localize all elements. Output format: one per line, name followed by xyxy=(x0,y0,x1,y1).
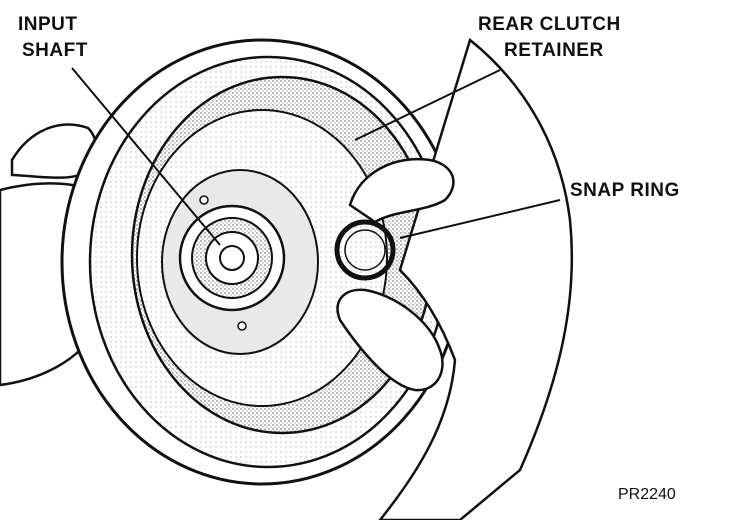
ring-eye-bottom xyxy=(237,321,247,331)
right-index-finger xyxy=(348,157,455,224)
input-shaft-bore xyxy=(219,245,245,271)
rear-clutch-label-line1: REAR CLUTCH xyxy=(478,14,621,35)
figure-number: PR2240 xyxy=(618,486,676,503)
ring-eye-top xyxy=(199,195,209,205)
leader-input-shaft xyxy=(71,67,221,246)
right-hand xyxy=(378,37,574,520)
snap-ring-inner xyxy=(344,229,386,271)
leader-rear-clutch xyxy=(354,69,501,141)
input-shaft-label-line1: INPUT xyxy=(18,14,78,35)
snap-ring-label: SNAP RING xyxy=(570,180,680,201)
right-thumb xyxy=(336,288,444,392)
input-shaft-label-line2: SHAFT xyxy=(22,40,88,61)
snap-ring xyxy=(334,219,396,281)
leader-snap-ring xyxy=(399,199,561,239)
rear-clutch-label-line2: RETAINER xyxy=(504,40,604,61)
